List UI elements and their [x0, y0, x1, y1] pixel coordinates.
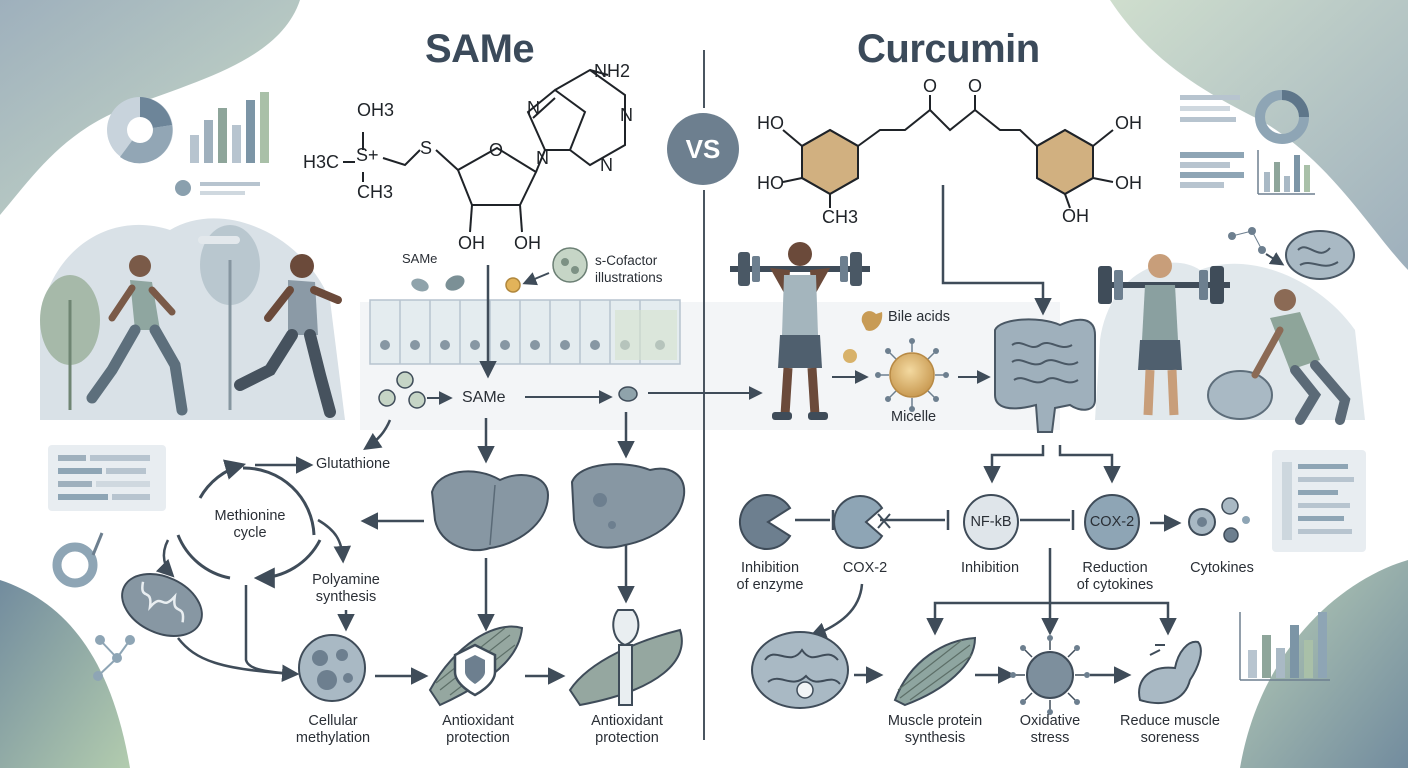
cofactor-label: s-Cofactor illustrations — [595, 253, 663, 285]
muscle-shield-icon — [428, 625, 524, 707]
curcumin-atom-oh-bottom-right: OH — [1062, 206, 1089, 226]
left-panel-decor — [48, 445, 166, 681]
cell-methylation-icon — [298, 634, 366, 702]
same-atom-h3c: H3C — [303, 152, 340, 172]
cellular-methylation-label: Cellular methylation — [295, 713, 371, 746]
joint-icon — [568, 609, 683, 707]
nfkb-node-label: NF-kB — [970, 514, 1012, 530]
brain-icon — [751, 631, 849, 709]
same-atom-s-plus: S+ — [356, 145, 379, 165]
reduce-muscle-soreness-label: Reduce muscle soreness — [1120, 713, 1220, 746]
same-atom-nh2: NH2 — [594, 61, 631, 81]
runners-illustration — [40, 218, 345, 420]
same-title: SAMe — [425, 27, 535, 71]
muscle-protein-synthesis-label: Muscle protein synthesis — [887, 713, 983, 746]
curcumin-atom-ho-top-left: HO — [757, 113, 784, 133]
antioxidant-protection-label-1: Antioxidant protection — [442, 713, 514, 746]
same-atom-oh-right: OH — [514, 233, 541, 253]
flexed-arm-icon — [1138, 640, 1202, 705]
curcumin-atom-o2: O — [968, 76, 983, 96]
same-flow-label: SAMe — [462, 389, 506, 406]
same-atom-s: S — [420, 138, 433, 158]
nfkb-node — [963, 494, 1019, 550]
methionine-cycle-label: Methionine cycle — [214, 508, 286, 541]
reduction-of-cytokines-label: Reduction of cytokines — [1076, 560, 1154, 593]
vs-badge: VS — [667, 113, 739, 185]
same-atom-n4: N — [600, 155, 613, 175]
enzyme-icon — [738, 494, 792, 550]
curcumin-atom-oh-top-right: OH — [1115, 113, 1142, 133]
curcumin-atom-ch3: CH3 — [822, 207, 859, 227]
curcumin-pathway — [795, 445, 1182, 684]
liver-icon-1 — [430, 470, 550, 552]
same-molecule — [343, 68, 626, 233]
cox2-inhibited-icon — [833, 495, 891, 549]
same-atom-oh-left: OH — [458, 233, 485, 253]
antioxidant-protection-label-2: Antioxidant protection — [591, 713, 663, 746]
cytokines-label: Cytokines — [1190, 560, 1254, 576]
same-atom-n1: N — [527, 98, 540, 118]
same-atom-o: O — [489, 140, 504, 160]
same-small-label: SAMe — [402, 251, 438, 266]
intestinal-epithelium — [369, 247, 763, 409]
curcumin-atom-ho-bottom-left: HO — [757, 173, 784, 193]
same-atom-n3: N — [536, 148, 549, 168]
same-atom-oh3: OH3 — [357, 100, 395, 120]
bile-acids-label: Bile acids — [888, 309, 951, 325]
liver-icon-2 — [570, 463, 686, 549]
same-pathway — [155, 412, 635, 685]
weightlifter-illustration — [730, 242, 870, 420]
curcumin-atom-oh-mid-right: OH — [1115, 173, 1142, 193]
inhibition-of-enzyme-label: Inhibition of enzyme — [736, 560, 804, 593]
cox2-node-label: COX-2 — [1089, 514, 1135, 530]
oxidative-stress-icon — [1010, 635, 1090, 715]
same-atom-ch3: CH3 — [357, 182, 394, 202]
curcumin-atom-o1: O — [923, 76, 938, 96]
muscle-fiber-icon — [893, 636, 977, 707]
intestines-illustration — [994, 318, 1096, 433]
curcumin-molecule — [782, 95, 1114, 209]
mitochondrion-icon — [121, 573, 203, 637]
oxidative-stress-label: Oxidative stress — [1019, 713, 1081, 746]
glutathione-label: Glutathione — [316, 456, 391, 472]
chart-icons-left — [107, 92, 269, 196]
same-atom-n2: N — [620, 105, 633, 125]
cox2-node — [1084, 494, 1140, 550]
inhibition-label: Inhibition — [960, 560, 1020, 576]
right-panel-decor — [1239, 450, 1366, 681]
cytokines-icon — [1188, 497, 1250, 543]
cox2-label: COX-2 — [842, 560, 888, 576]
exercise-scene-right — [1095, 227, 1365, 425]
polyamine-synthesis-label: Polyamine synthesis — [312, 572, 380, 605]
chart-icons-right — [1180, 90, 1315, 195]
curcumin-title: Curcumin — [857, 27, 1040, 71]
micelle-illustration — [832, 311, 991, 412]
micelle-label: Micelle — [891, 409, 937, 425]
